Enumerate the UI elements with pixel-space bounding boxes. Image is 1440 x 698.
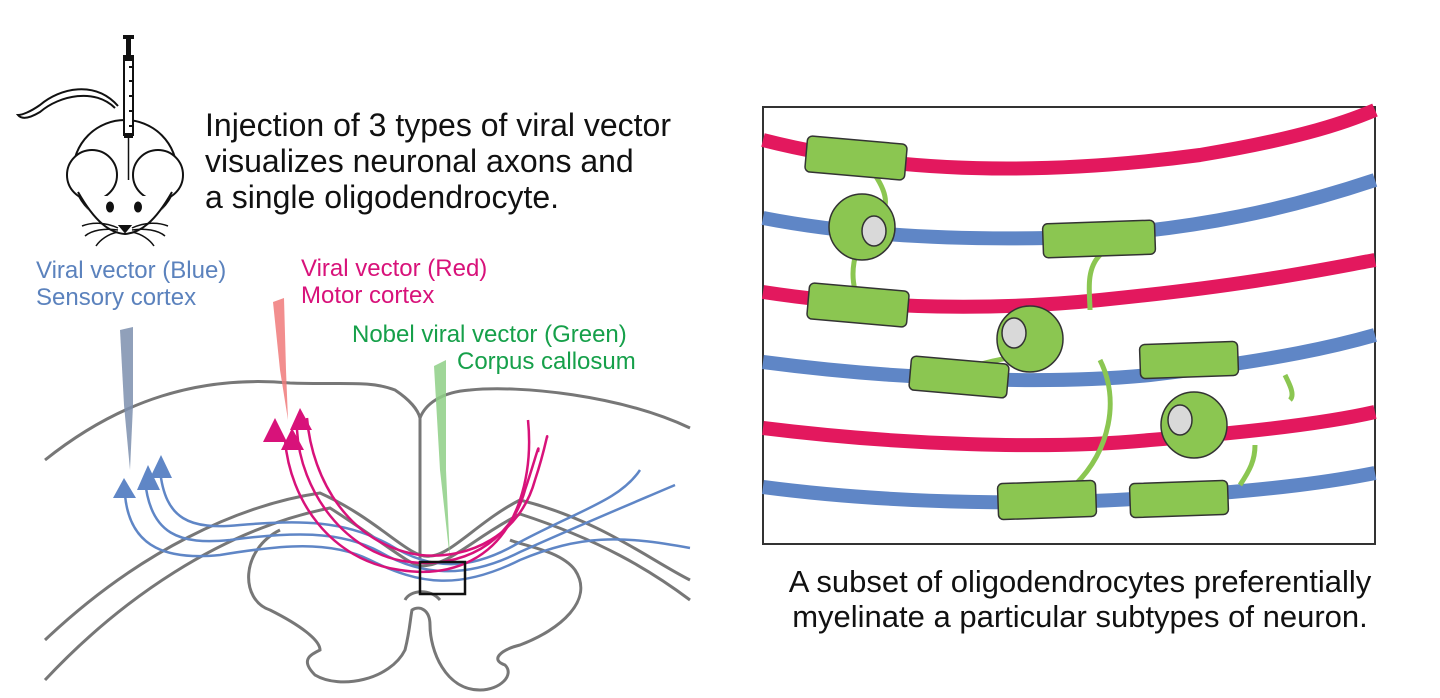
label-green-line1: Nobel viral vector (Green) bbox=[352, 321, 627, 348]
label-blue-line2: Sensory cortex bbox=[36, 283, 197, 311]
syringe-icon bbox=[123, 35, 134, 180]
myelin-sheaths bbox=[804, 135, 1240, 521]
label-red-line2: Motor cortex bbox=[301, 281, 435, 309]
myelination-panel bbox=[761, 103, 1378, 545]
title-line-1: Injection of 3 types of viral vector bbox=[205, 107, 671, 143]
blue-axons bbox=[123, 469, 691, 582]
caption-line-1: A subset of oligodendrocytes preferentia… bbox=[788, 564, 1372, 599]
title-line-3: a single oligodendrocyte. bbox=[205, 178, 560, 215]
label-red-line1: Viral vector (Red) bbox=[301, 255, 488, 282]
label-green-line2: Corpus callosum bbox=[457, 347, 636, 375]
mouse-icon bbox=[15, 88, 184, 247]
label-green-vector: Nobel viral vector (Green) Corpus callos… bbox=[352, 321, 636, 376]
caption-text: A subset of oligodendrocytes preferentia… bbox=[735, 564, 1425, 634]
caption-line-2: myelinate a particular subtypes of neuro… bbox=[792, 598, 1368, 634]
pipette-red bbox=[273, 298, 288, 420]
pipette-blue bbox=[120, 327, 133, 470]
neuron-icon bbox=[113, 408, 312, 498]
pipette-green bbox=[434, 360, 450, 560]
oligodendrocyte-icon bbox=[828, 193, 1228, 459]
title-line-2: visualizes neuronal axons and bbox=[205, 142, 634, 179]
label-blue-vector: Viral vector (Blue) Sensory cortex bbox=[36, 257, 227, 312]
zoom-region-box bbox=[418, 560, 467, 596]
title-text: Injection of 3 types of viral vector vis… bbox=[205, 107, 671, 215]
label-blue-line1: Viral vector (Blue) bbox=[36, 257, 227, 284]
red-axons bbox=[283, 417, 549, 574]
label-red-vector: Viral vector (Red) Motor cortex bbox=[301, 255, 488, 310]
